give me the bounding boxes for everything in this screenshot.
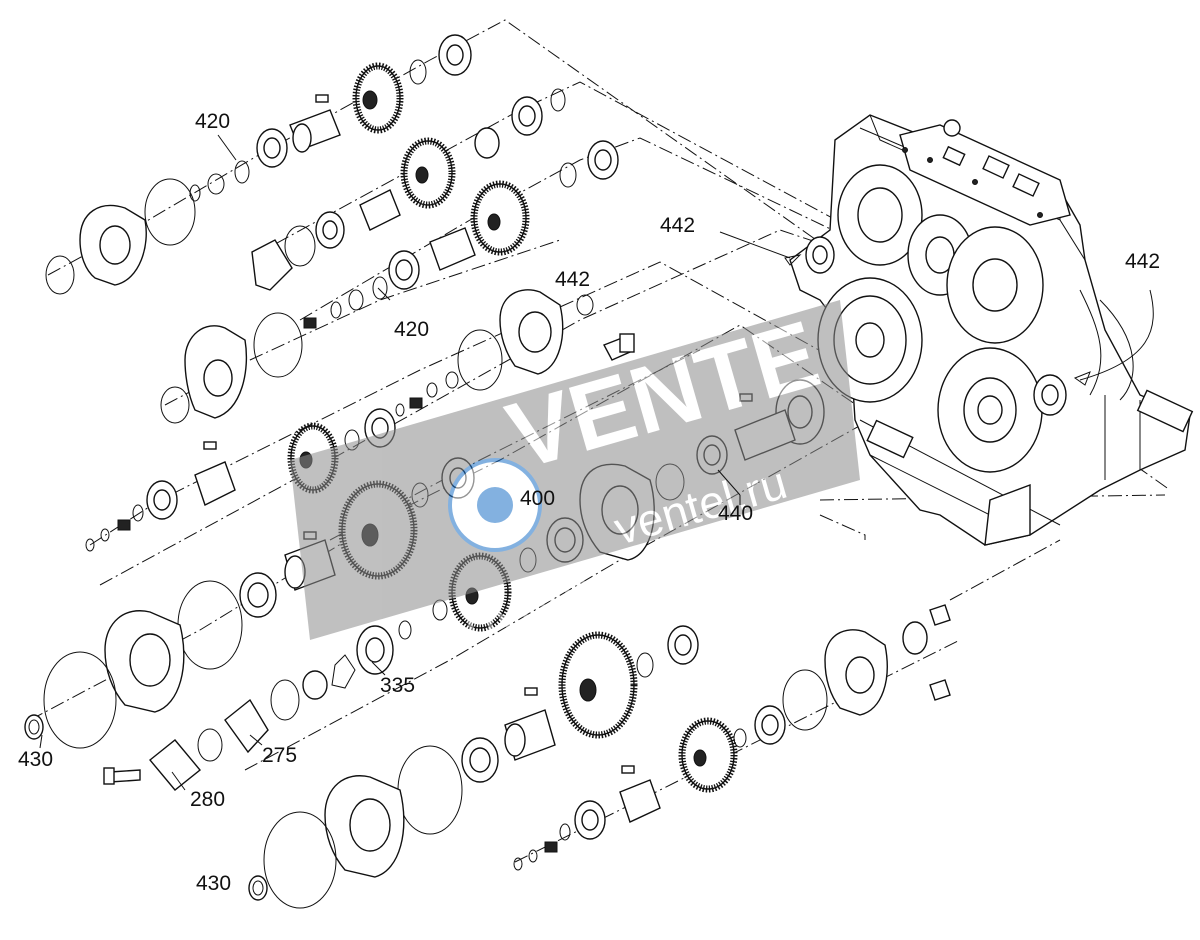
callout-420-top: 420 [195,110,230,133]
leader-lines [39,134,1154,791]
callout-335: 335 [380,674,415,697]
callout-420-mid: 420 [394,318,429,341]
callout-442-right: 442 [1125,250,1160,273]
callout-400: 400 [520,487,555,510]
callout-labels: 420 420 442 442 442 400 440 335 430 275 … [18,110,1160,895]
callout-275: 275 [262,744,297,767]
lower-assembly [248,604,951,909]
callout-440: 440 [718,502,753,525]
callout-442-left: 442 [660,214,695,237]
second-shaft-assembly [251,88,566,291]
third-shaft-assembly [160,140,619,424]
callout-280: 280 [190,788,225,811]
watermark: VENTE ventel.ru ovente.ru [290,300,860,652]
callout-430-left: 430 [18,748,53,771]
callout-442-center: 442 [555,268,590,291]
top-shaft-assembly [45,34,472,295]
callout-430-bottom: 430 [196,872,231,895]
gearbox-housing [789,114,1194,546]
